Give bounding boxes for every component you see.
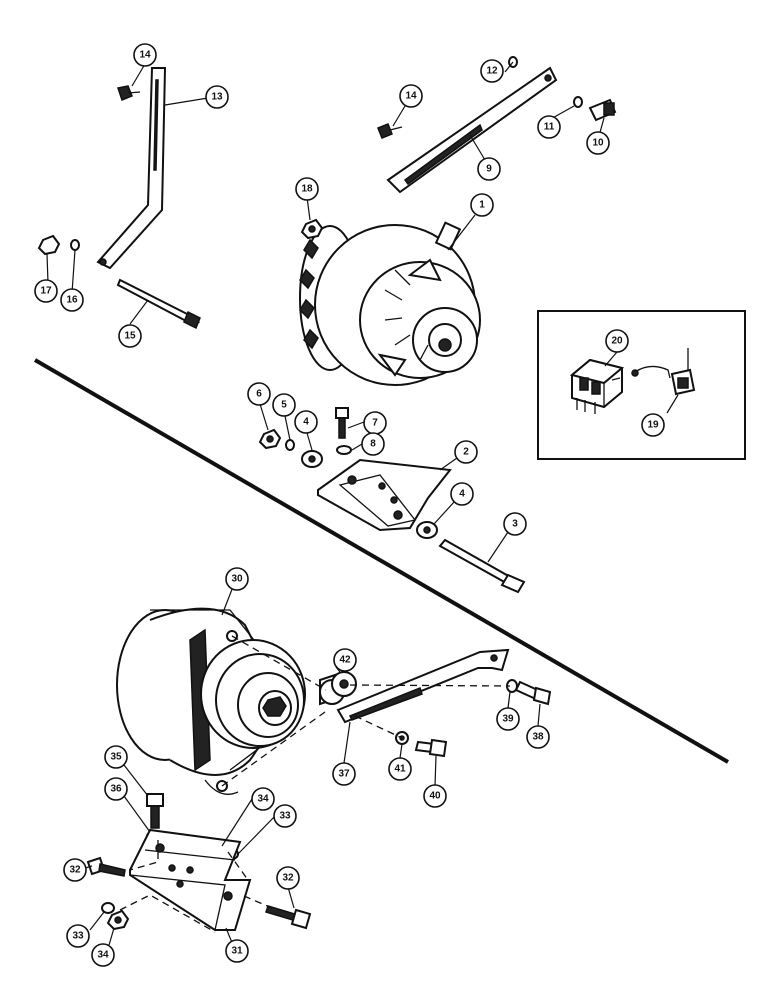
svg-text:11: 11 bbox=[544, 122, 555, 133]
svg-text:7: 7 bbox=[372, 418, 378, 429]
svg-text:6: 6 bbox=[256, 389, 262, 400]
callout-8[interactable]: 8 bbox=[361, 432, 385, 456]
callout-9[interactable]: 9 bbox=[477, 157, 501, 181]
callout-18[interactable]: 18 bbox=[295, 177, 319, 201]
svg-text:39: 39 bbox=[502, 714, 514, 725]
callout-35[interactable]: 35 bbox=[104, 745, 128, 769]
upper-small-parts bbox=[37, 56, 617, 594]
svg-text:2: 2 bbox=[463, 447, 469, 458]
callout-30[interactable]: 30 bbox=[225, 567, 249, 591]
svg-text:16: 16 bbox=[66, 295, 78, 306]
callout-4[interactable]: 4 bbox=[294, 410, 318, 434]
regulator-drawing bbox=[569, 358, 625, 414]
strap-upper-drawing bbox=[386, 66, 558, 194]
svg-text:33: 33 bbox=[72, 931, 84, 942]
section-divider-line bbox=[33, 358, 730, 764]
callout-5[interactable]: 5 bbox=[272, 393, 296, 417]
svg-text:17: 17 bbox=[40, 286, 52, 297]
callout-41[interactable]: 41 bbox=[388, 757, 412, 781]
svg-text:37: 37 bbox=[338, 769, 350, 780]
svg-text:33: 33 bbox=[279, 811, 291, 822]
callout-37[interactable]: 37 bbox=[332, 762, 356, 786]
svg-text:18: 18 bbox=[301, 184, 313, 195]
inset-box bbox=[537, 310, 746, 460]
svg-text:41: 41 bbox=[394, 764, 406, 775]
assembly-dashed-lines bbox=[119, 635, 511, 933]
svg-text:15: 15 bbox=[124, 331, 136, 342]
svg-text:14: 14 bbox=[139, 50, 151, 61]
callout-11[interactable]: 11 bbox=[537, 115, 561, 139]
svg-text:9: 9 bbox=[486, 164, 492, 175]
svg-text:4: 4 bbox=[459, 489, 465, 500]
callout-10[interactable]: 10 bbox=[586, 131, 610, 155]
alternator-upper-drawing bbox=[299, 221, 481, 386]
svg-text:14: 14 bbox=[405, 91, 417, 102]
callout-39[interactable]: 39 bbox=[496, 707, 520, 731]
svg-text:20: 20 bbox=[611, 336, 623, 347]
svg-text:40: 40 bbox=[429, 791, 441, 802]
svg-text:34: 34 bbox=[97, 950, 109, 961]
callout-2[interactable]: 2 bbox=[454, 440, 478, 464]
svg-text:12: 12 bbox=[486, 66, 498, 77]
svg-text:36: 36 bbox=[110, 784, 122, 795]
leader-lines bbox=[46, 61, 679, 953]
svg-text:35: 35 bbox=[110, 752, 122, 763]
svg-text:5: 5 bbox=[281, 400, 287, 411]
alternator-lower-drawing bbox=[116, 607, 306, 795]
callout-17[interactable]: 17 bbox=[34, 279, 58, 303]
svg-text:1: 1 bbox=[479, 200, 485, 211]
callouts: 1 2 3 4 4 5 6 7 8 9 10 11 12 13 14 14 15… bbox=[34, 43, 665, 967]
svg-text:32: 32 bbox=[282, 873, 294, 884]
svg-text:8: 8 bbox=[370, 439, 376, 450]
svg-text:38: 38 bbox=[532, 732, 544, 743]
svg-text:32: 32 bbox=[69, 865, 81, 876]
callout-7[interactable]: 7 bbox=[363, 411, 387, 435]
callout-32[interactable]: 32 bbox=[63, 858, 87, 882]
svg-text:3: 3 bbox=[512, 519, 518, 530]
svg-text:34: 34 bbox=[257, 794, 269, 805]
svg-text:30: 30 bbox=[231, 574, 243, 585]
callout-14[interactable]: 14 bbox=[133, 43, 157, 67]
callout-33[interactable]: 33 bbox=[273, 804, 297, 828]
callout-19[interactable]: 19 bbox=[641, 413, 665, 437]
callout-3[interactable]: 3 bbox=[503, 512, 527, 536]
callout-20[interactable]: 20 bbox=[605, 329, 629, 353]
svg-text:13: 13 bbox=[211, 92, 223, 103]
callout-40[interactable]: 40 bbox=[423, 784, 447, 808]
brace-upper-drawing bbox=[96, 67, 167, 270]
svg-text:4: 4 bbox=[303, 417, 309, 428]
svg-text:19: 19 bbox=[647, 420, 659, 431]
callout-14b[interactable]: 14 bbox=[399, 84, 423, 108]
callout-31[interactable]: 31 bbox=[225, 939, 249, 963]
callout-16[interactable]: 16 bbox=[60, 288, 84, 312]
callout-33b[interactable]: 33 bbox=[66, 924, 90, 948]
svg-text:42: 42 bbox=[339, 655, 351, 666]
svg-text:10: 10 bbox=[592, 138, 604, 149]
lower-small-parts bbox=[86, 679, 552, 931]
callout-13[interactable]: 13 bbox=[205, 85, 229, 109]
callout-1[interactable]: 1 bbox=[470, 193, 494, 217]
callout-42[interactable]: 42 bbox=[333, 648, 357, 672]
callout-4b[interactable]: 4 bbox=[450, 482, 474, 506]
callout-6[interactable]: 6 bbox=[247, 382, 271, 406]
spacer-drawing bbox=[319, 670, 357, 706]
callout-34[interactable]: 34 bbox=[251, 787, 275, 811]
callout-36[interactable]: 36 bbox=[104, 777, 128, 801]
callout-12[interactable]: 12 bbox=[480, 59, 504, 83]
callout-38[interactable]: 38 bbox=[526, 725, 550, 749]
callout-32b[interactable]: 32 bbox=[276, 866, 300, 890]
svg-text:31: 31 bbox=[231, 946, 243, 957]
callout-15[interactable]: 15 bbox=[118, 324, 142, 348]
callout-34b[interactable]: 34 bbox=[91, 943, 115, 967]
connector-drawing bbox=[631, 348, 696, 396]
